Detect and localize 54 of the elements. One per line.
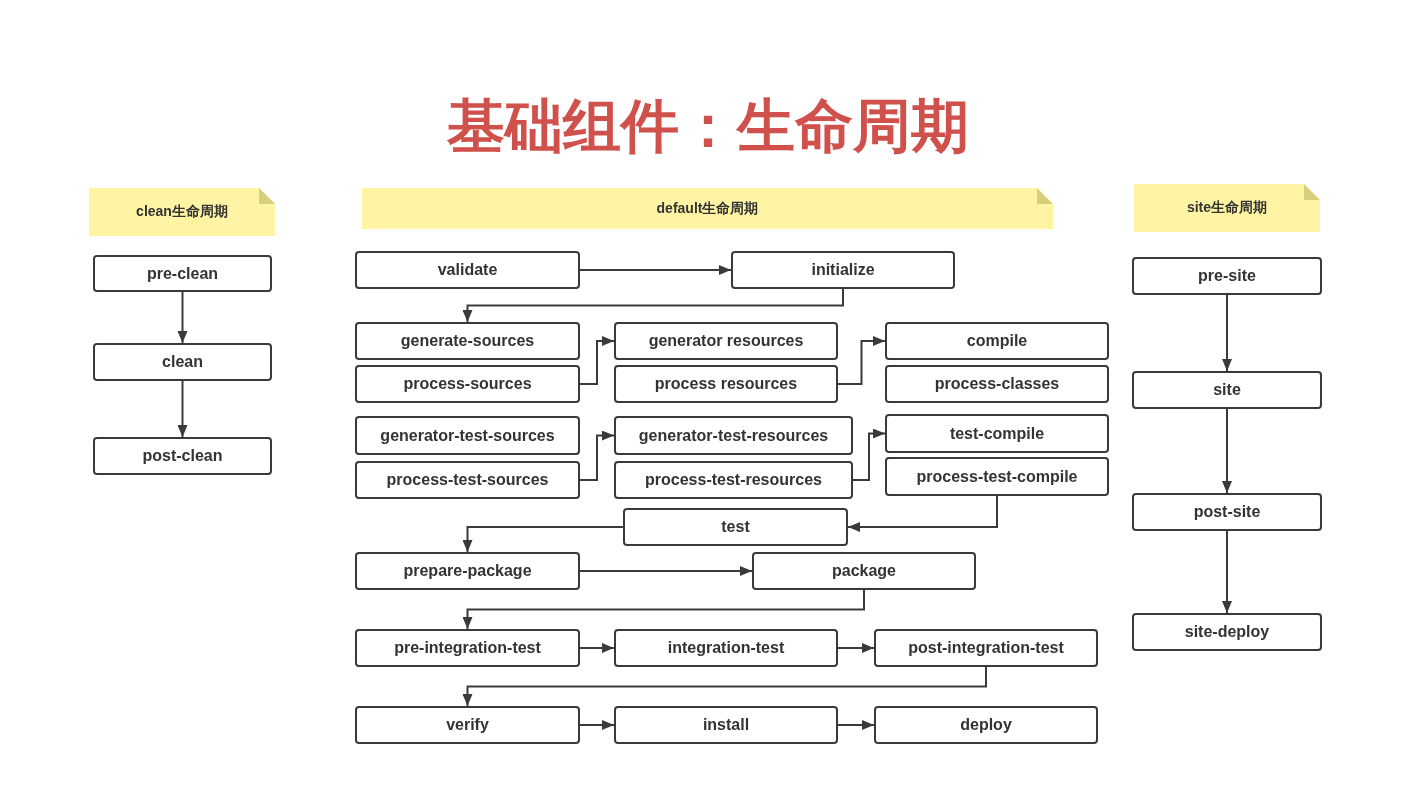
process-box: test-compile [885,414,1109,453]
process-box: process-test-resources [614,461,853,499]
arrow [579,643,615,653]
process-box: verify [355,706,580,744]
process-box: post-integration-test [874,629,1098,667]
arrow [579,720,615,730]
arrow [177,291,188,344]
process-box: deploy [874,706,1098,744]
process-box: initialize [731,251,955,289]
process-box: generator-test-sources [355,416,580,455]
process-box: pre-site [1132,257,1322,295]
process-box: test [623,508,848,546]
arrow [579,430,615,481]
process-box: process resources [614,365,838,403]
arrow [579,336,615,385]
sticky-note: default生命周期 [362,188,1053,229]
process-box: process-test-compile [885,457,1109,496]
process-box: generator resources [614,322,838,360]
arrow [177,380,188,438]
arrow [847,495,998,532]
process-box: install [614,706,838,744]
sticky-note: site生命周期 [1134,184,1320,232]
process-box: validate [355,251,580,289]
arrow [1222,408,1232,494]
process-box: integration-test [614,629,838,667]
arrow [462,589,865,630]
arrow [462,526,624,553]
process-box: post-site [1132,493,1322,531]
arrow [462,288,844,323]
process-box: compile [885,322,1109,360]
process-box: clean [93,343,272,381]
arrow [1222,530,1232,614]
arrow [579,566,753,576]
process-box: process-sources [355,365,580,403]
title: 基础组件：生命周期 [446,92,970,160]
arrow [837,643,875,653]
process-box: generator-test-resources [614,416,853,455]
arrow [852,428,886,481]
arrow [837,336,886,385]
sticky-note: clean生命周期 [89,188,275,236]
arrow [837,720,875,730]
process-box: post-clean [93,437,272,475]
arrow [1222,294,1232,372]
process-box: pre-clean [93,255,272,292]
process-box: prepare-package [355,552,580,590]
arrow [579,265,732,275]
process-box: generate-sources [355,322,580,360]
process-box: site-deploy [1132,613,1322,651]
arrow [462,666,987,707]
process-box: process-test-sources [355,461,580,499]
process-box: pre-integration-test [355,629,580,667]
process-box: site [1132,371,1322,409]
process-box: process-classes [885,365,1109,403]
process-box: package [752,552,976,590]
